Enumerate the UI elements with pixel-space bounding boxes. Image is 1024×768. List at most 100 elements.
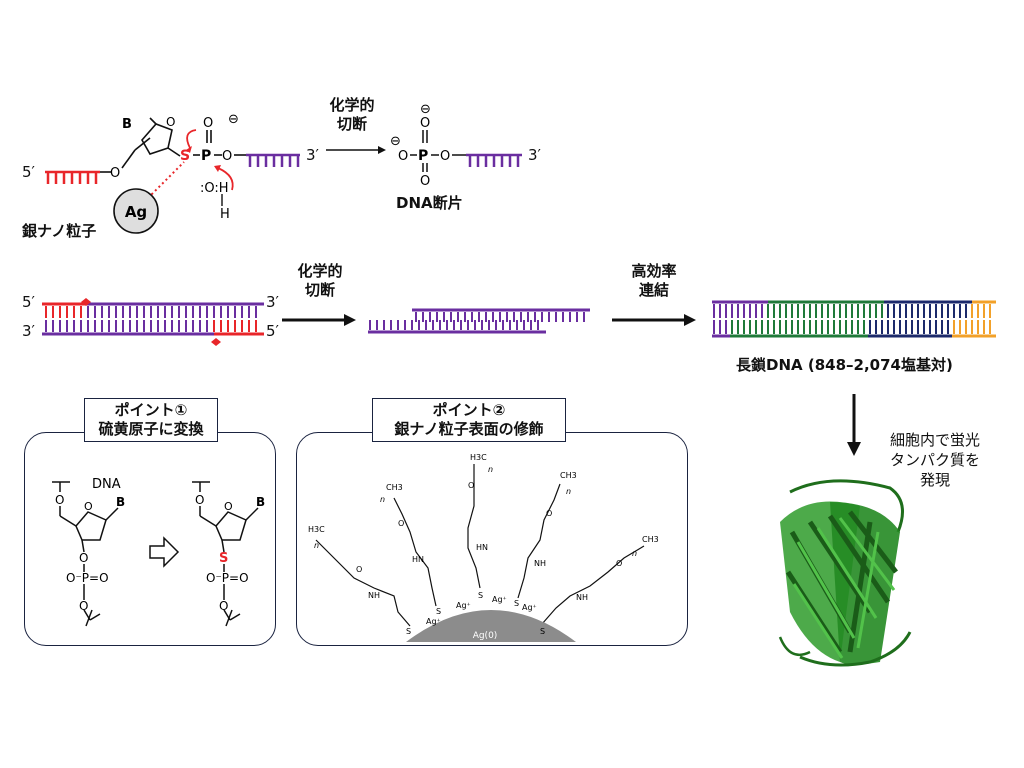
ag-core-label: Ag(0) (473, 631, 498, 641)
ch3-label-4: CH3 (642, 535, 659, 544)
o-2: O (398, 519, 404, 528)
ch3-label-2: H3C (470, 453, 487, 462)
p1-base-left: B (116, 495, 125, 509)
middle-scheme-svg (42, 298, 996, 346)
red-strand-top (45, 170, 100, 184)
h3c-label: H3C (308, 525, 325, 534)
cleavage-label-mid: 化学的 切断 (297, 262, 343, 299)
electron-arrow-2 (217, 167, 234, 191)
s-4: S (514, 599, 519, 608)
water-h: H (220, 207, 230, 222)
dna-fragment-label: DNA断片 (396, 194, 463, 212)
minus-charge-top: ⊖ (228, 112, 239, 127)
ch3-label-1: CH3 (386, 483, 403, 492)
nanoparticle-label: 銀ナノ粒子 (22, 222, 97, 240)
point1-box (24, 432, 276, 646)
five-prime-top: 5′ (22, 163, 35, 181)
three-prime-top-right: 3′ (528, 146, 541, 164)
p1-o3-left: O (79, 551, 88, 565)
purple-strand-fragment (466, 153, 522, 167)
p1-ring-o-right: O (224, 500, 233, 513)
sugar-ring (100, 117, 181, 173)
expression-label: 細胞内で蛍光 タンパク質を 発現 (889, 431, 980, 489)
long-dna-ticks (713, 304, 991, 334)
product-o-left: O (398, 149, 408, 164)
ag-plus-3: Ag⁺ (492, 595, 507, 604)
s-2: S (436, 607, 441, 616)
three-prime-mid-bottom: 3′ (22, 322, 35, 340)
hn-3: HN (476, 543, 488, 552)
n-label-5: n (632, 549, 637, 558)
p1-convert-arrow (149, 536, 180, 568)
o-1: O (356, 565, 362, 574)
product-o-right: O (440, 149, 450, 164)
duplex-middle-ticks (369, 312, 585, 330)
ag-s-interaction (147, 161, 185, 199)
o-3: O (468, 481, 474, 490)
n-label-4: n (566, 487, 571, 496)
duplex-left-ticks (45, 306, 257, 332)
p1-dna-label: DNA (92, 477, 121, 492)
point2-surface: Ag(0) Ag⁺ Ag⁺ Ag⁺ Ag⁺ S S S S S NH HN HN… (308, 453, 659, 642)
o-5prime-label: O (110, 166, 120, 181)
duplex-middle (368, 308, 590, 334)
purple-strand-top (246, 153, 300, 167)
p1-obottom-right: O (219, 599, 228, 613)
water-oh: :O:H (200, 181, 229, 196)
p1-o-5prime-left: O (55, 493, 64, 507)
duplex-left (42, 298, 264, 346)
p1-phosphate-left: O⁻P=O (66, 571, 109, 585)
ag-plus-4: Ag⁺ (522, 603, 537, 612)
product-o-top: O (420, 116, 430, 131)
hn-2: HN (412, 555, 424, 564)
p1-phosphate-right: O⁻P=O (206, 571, 249, 585)
phosphate-o-top: O (203, 116, 213, 131)
point1-title: ポイント① 硫黄原子に変換 (84, 398, 218, 442)
n-label-3: n (488, 465, 493, 474)
expression-arrow (847, 394, 861, 456)
product-p: P (418, 148, 428, 164)
phosphorus-atom: P (201, 148, 211, 164)
top-scheme-svg: B O O S P O ⊖ O :O:H H Ag ⊖ O P O ⊖ O O (45, 102, 522, 234)
electron-arrow-1 (186, 129, 197, 149)
o-5: O (616, 559, 622, 568)
three-prime-mid-top: 3′ (266, 293, 279, 311)
product-minus-top: ⊖ (420, 102, 431, 117)
point2-title: ポイント② 銀ナノ粒子表面の修飾 (372, 398, 566, 442)
gfp-protein (778, 479, 912, 667)
ag-nanoparticle (113, 188, 159, 234)
base-b-label: B (122, 117, 132, 132)
long-dna-label: 長鎖DNA (848–2,074塩基対) (736, 356, 953, 374)
ag-core (406, 610, 576, 642)
p1-base-right: B (256, 495, 265, 509)
three-prime-top-left: 3′ (306, 146, 319, 164)
long-dna (712, 300, 996, 338)
n-label-2: n (380, 495, 385, 504)
phosphate-o-right: O (222, 149, 232, 164)
p1-ring-o-left: O (84, 500, 93, 513)
ag-plus-1: Ag⁺ (426, 617, 441, 626)
s-3: S (478, 591, 483, 600)
o-4: O (546, 509, 552, 518)
five-prime-mid-top: 5′ (22, 293, 35, 311)
p1-o-5prime-right: O (195, 493, 204, 507)
sulfur-atom: S (180, 148, 190, 164)
peg-ligands (315, 464, 645, 627)
point1-structures: O DNA O B O O⁻P=O O O O B S O⁻P=O O (52, 477, 265, 627)
s-5: S (540, 627, 545, 636)
nh-4: NH (534, 559, 546, 568)
s-1: S (406, 627, 411, 636)
p1-obottom-left: O (79, 599, 88, 613)
five-prime-mid-bottom: 5′ (266, 322, 279, 340)
p1-sulfur-right: S (219, 551, 228, 566)
ch3-label-3: CH3 (560, 471, 577, 480)
nh-5: NH (576, 593, 588, 602)
product-o-bottom: O (420, 174, 430, 189)
ag-label: Ag (125, 203, 147, 221)
n-label-1: n (314, 541, 319, 550)
product-minus: ⊖ (390, 134, 401, 149)
ring-o-label: O (166, 115, 175, 129)
ligation-label: 高効率 連結 (631, 262, 677, 299)
ag-plus-2: Ag⁺ (456, 601, 471, 610)
cleavage-label-top: 化学的 切断 (329, 96, 375, 133)
